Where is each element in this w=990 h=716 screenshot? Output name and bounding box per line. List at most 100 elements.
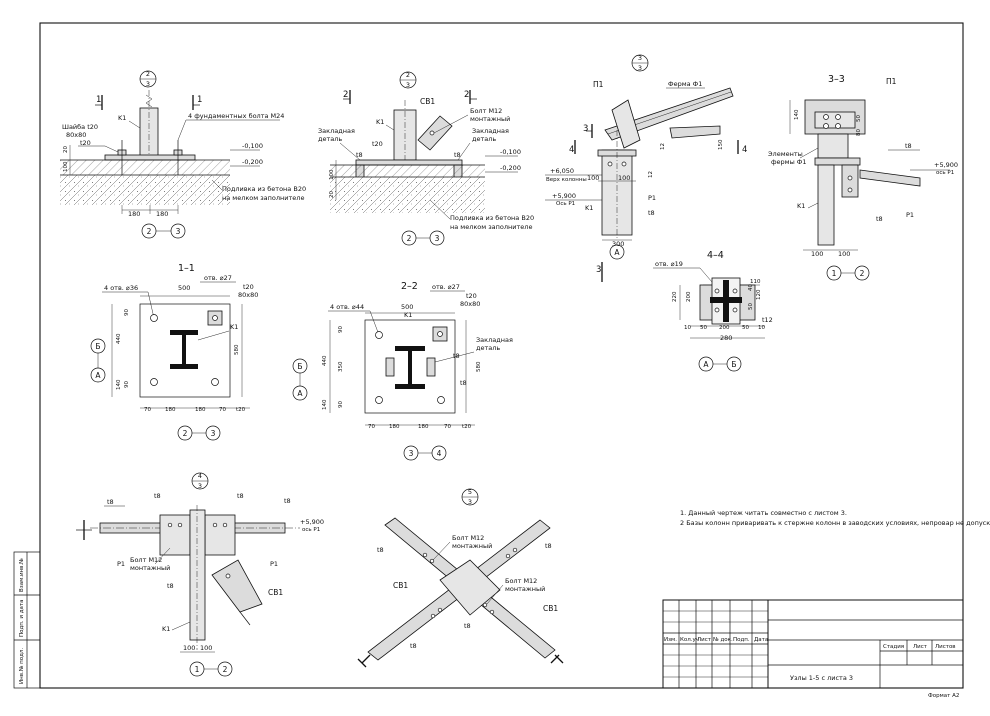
title-block-sheet: Лист bbox=[913, 644, 928, 650]
cut-3-3-d140: 140 bbox=[794, 109, 800, 120]
node-3-p1-top: П1 bbox=[593, 80, 604, 89]
node-4: 4 3 t8 t8 t8 t8 +5,900 ось Р1 Р1 Р1 Болт… bbox=[76, 472, 324, 677]
cut-4-4-bot-3: 50 bbox=[742, 325, 749, 331]
node-2-level-2: -0,200 bbox=[500, 164, 521, 172]
node-4-bolt-1: Болт М12 bbox=[130, 556, 162, 564]
node-3-k1: K1 bbox=[585, 204, 593, 212]
cut-3-3-elem-2: фермы Ф1 bbox=[771, 158, 807, 166]
node-3-marker-top: 3 bbox=[638, 54, 642, 62]
node-3-marker-bottom: 3 bbox=[638, 64, 642, 72]
node-4-marker-top: 4 bbox=[198, 472, 202, 480]
cut-1-1: 1–1 4 отв. ⌀36 отв. ⌀27 500 t20 80х80 K1… bbox=[90, 263, 258, 441]
node-4-axis-a: 1 bbox=[195, 665, 200, 674]
node-1-dim-a: 180 bbox=[128, 210, 140, 218]
node-2-axis-b: 3 bbox=[435, 234, 440, 243]
node-2-dim-v1: 100 bbox=[329, 169, 335, 180]
node-3-truss-label: Ферма Ф1 bbox=[668, 80, 702, 88]
sheet-format: Формат А2 bbox=[928, 693, 959, 699]
cut-1-1-axis-2: 2 bbox=[183, 429, 188, 438]
cut-4-4-d40: 40 bbox=[748, 284, 754, 291]
cut-2-2: 2–2 4 отв. ⌀44 отв. ⌀27 500 t20 80х80 K1… bbox=[292, 281, 513, 461]
node-4-level-note: ось Р1 bbox=[302, 527, 320, 533]
cut-2-2-emb-2: деталь bbox=[476, 344, 500, 352]
cut-2-2-axis-b: Б bbox=[297, 362, 302, 371]
cut-3-3-t8b: t8 bbox=[876, 215, 883, 223]
cut-2-2-d580: 580 bbox=[476, 361, 482, 372]
cut-1-1-bot-3: 70 bbox=[219, 407, 226, 413]
cut-4-4: 4–4 отв. ⌀19 60 60 110 220 200 120 40 50… bbox=[653, 250, 773, 372]
node-4-t8-low: t8 bbox=[167, 582, 174, 590]
cut-2-2-bot-3: 70 bbox=[444, 424, 451, 430]
title-block: Изм. Кол.уч Лист № док. Подп. Дата Стади… bbox=[662, 599, 964, 689]
node-3-t8: t8 bbox=[648, 209, 655, 217]
cut-2-2-bot-2: 180 bbox=[418, 424, 429, 430]
cut-2-2-axis-a: А bbox=[297, 389, 303, 398]
cut-1-1-d90b: 90 bbox=[124, 381, 130, 388]
node-2-bolt-2: монтажный bbox=[470, 115, 510, 123]
cut-4-4-axis-a: А bbox=[703, 360, 709, 369]
node-1-dim-b: 180 bbox=[156, 210, 168, 218]
cut-1-1-d90a: 90 bbox=[124, 309, 130, 316]
cut-2-2-holes-right: отв. ⌀27 bbox=[432, 283, 460, 291]
cut-4-4-t12: t12 bbox=[762, 316, 773, 324]
node-1-grout-1: Подливка из бетона В20 bbox=[222, 185, 306, 193]
node-2-emb-right-1: Закладная bbox=[472, 127, 509, 135]
cut-1-1-d440: 440 bbox=[116, 333, 122, 344]
cut-1-1-d140: 140 bbox=[116, 379, 122, 390]
node-2-bolt-1: Болт М12 bbox=[470, 107, 502, 115]
cut-1-1-axis-a: А bbox=[95, 371, 101, 380]
node-1-marker-top: 2 bbox=[146, 70, 150, 78]
node-5-t8-4: t8 bbox=[410, 642, 417, 650]
node-5-t8-2: t8 bbox=[545, 542, 552, 550]
cut-3-3-p1b: Р1 bbox=[906, 211, 914, 219]
cut-3-3-level: +5,900 bbox=[934, 161, 958, 169]
cut-1-1-t20: t20 bbox=[243, 283, 254, 291]
node-5-bolt1-2: монтажный bbox=[452, 542, 492, 550]
node-3-p1: Р1 bbox=[648, 194, 656, 202]
note-1: 1. Данный чертеж читать совместно с лист… bbox=[680, 509, 847, 517]
general-notes: 1. Данный чертеж читать совместно с лист… bbox=[680, 509, 990, 527]
node-3-axis: А bbox=[614, 248, 620, 257]
cut-2-2-bot-0: 70 bbox=[368, 424, 375, 430]
node-2-cut-left: 2 bbox=[343, 90, 348, 100]
node-3-d12b: 12 bbox=[648, 171, 654, 178]
cut-2-2-axis-4: 4 bbox=[437, 449, 442, 458]
node-4-bolt-2: монтажный bbox=[130, 564, 170, 572]
cut-2-2-emb-1: Закладная bbox=[476, 336, 513, 344]
cut-2-2-d90b: 90 bbox=[338, 401, 344, 408]
node-5-marker-bottom: 3 bbox=[468, 498, 472, 506]
node-4-axis-b: 2 bbox=[223, 665, 228, 674]
title-block-h1: Изм. bbox=[664, 637, 677, 643]
cut-4-4-bot-4: 10 bbox=[758, 325, 765, 331]
node-2-cut-right: 2 bbox=[464, 90, 469, 100]
node-2-axis-a: 2 bbox=[407, 234, 412, 243]
node-1-cut-left: 1 bbox=[96, 95, 101, 105]
cut-3-3: 3–3 П1 140 50 80 Элементы фермы Ф1 t8 +5… bbox=[768, 74, 958, 281]
node-3-d100b: 100 bbox=[618, 174, 630, 182]
cut-2-2-d90a: 90 bbox=[338, 326, 344, 333]
node-3-cut-3: 3 bbox=[583, 124, 588, 134]
cut-1-1-d580: 580 bbox=[234, 344, 240, 355]
node-2-emb-left-2: деталь bbox=[318, 135, 342, 143]
cut-3-3-t8a: t8 bbox=[905, 142, 912, 150]
node-1-plate-thk: t20 bbox=[80, 139, 91, 147]
node-2-grout-1: Подливка из бетона В20 bbox=[450, 214, 534, 222]
cut-2-2-holes-left: 4 отв. ⌀44 bbox=[330, 303, 364, 311]
cut-1-1-axis-3: 3 bbox=[211, 429, 216, 438]
cut-2-2-t8b: t8 bbox=[460, 379, 467, 387]
cut-4-4-d220a: 220 bbox=[672, 291, 678, 302]
node-2-marker-bottom: 3 bbox=[406, 81, 410, 89]
cut-3-3-axis-b: 2 bbox=[860, 269, 865, 278]
node-3-level-1: +6,050 bbox=[550, 167, 574, 175]
cut-1-1-axis-b: Б bbox=[95, 342, 100, 351]
node-1-cut-right: 1 bbox=[197, 95, 202, 105]
node-1-washer-size: 80х80 bbox=[66, 131, 86, 139]
node-1-marker-bottom: 3 bbox=[146, 80, 150, 88]
cut-4-4-d50: 50 bbox=[748, 303, 754, 310]
node-2-level-1: -0,100 bbox=[500, 148, 521, 156]
node-2-t-c: t8 bbox=[454, 151, 461, 159]
node-2-grout-2: на мелком заполнителе bbox=[450, 223, 532, 231]
title-block-stage: Стадия bbox=[883, 644, 904, 650]
cut-4-4-axis-b: Б bbox=[731, 360, 736, 369]
